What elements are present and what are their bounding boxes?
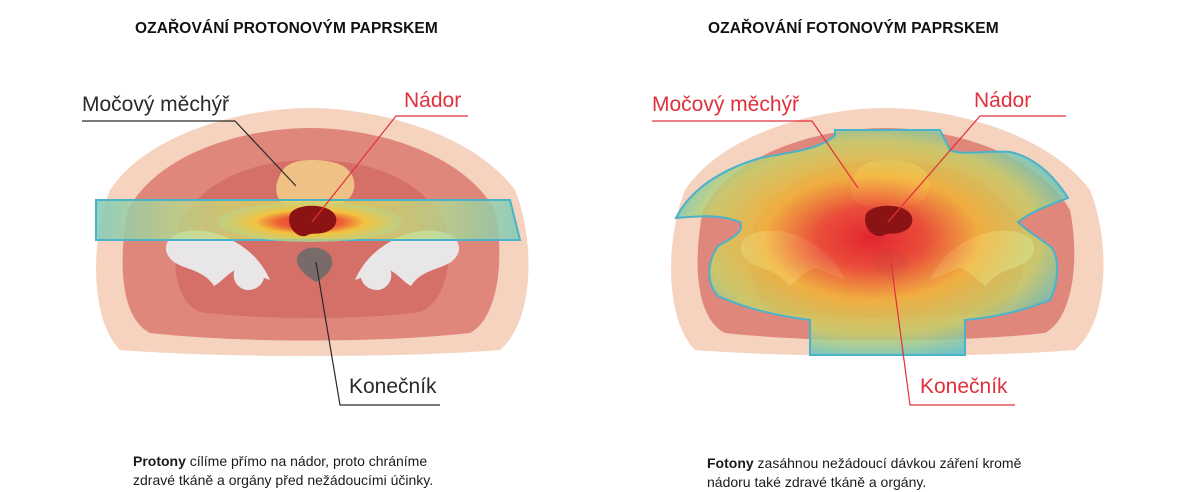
photon-anatomy bbox=[671, 108, 1103, 356]
proton-caption-line2: zdravé tkáně a orgány před nežádoucími ú… bbox=[133, 471, 433, 490]
label-bladder-right: Močový měchýř bbox=[652, 94, 799, 115]
label-tumor-left: Nádor bbox=[404, 90, 461, 111]
proton-caption: Protony cílíme přímo na nádor, proto chr… bbox=[133, 452, 433, 490]
proton-caption-line1: cílíme přímo na nádor, proto chráníme bbox=[186, 453, 427, 469]
label-rectum-left: Konečník bbox=[349, 376, 437, 397]
photon-caption-line2: nádoru také zdravé tkáně a orgány. bbox=[707, 473, 1021, 492]
label-tumor-right: Nádor bbox=[974, 90, 1031, 111]
proton-caption-bold: Protony bbox=[133, 453, 186, 469]
photon-title: OZAŘOVÁNÍ FOTONOVÝM PAPRSKEM bbox=[708, 20, 999, 38]
label-bladder-left: Močový měchýř bbox=[82, 94, 229, 115]
proton-title: OZAŘOVÁNÍ PROTONOVÝM PAPRSKEM bbox=[135, 20, 438, 38]
label-rectum-right: Konečník bbox=[920, 376, 1008, 397]
photon-caption-bold: Fotony bbox=[707, 455, 754, 471]
proton-anatomy bbox=[96, 108, 529, 356]
photon-caption: Fotony zasáhnou nežádoucí dávkou záření … bbox=[707, 454, 1021, 492]
photon-caption-line1: zasáhnou nežádoucí dávkou záření kromě bbox=[754, 455, 1022, 471]
